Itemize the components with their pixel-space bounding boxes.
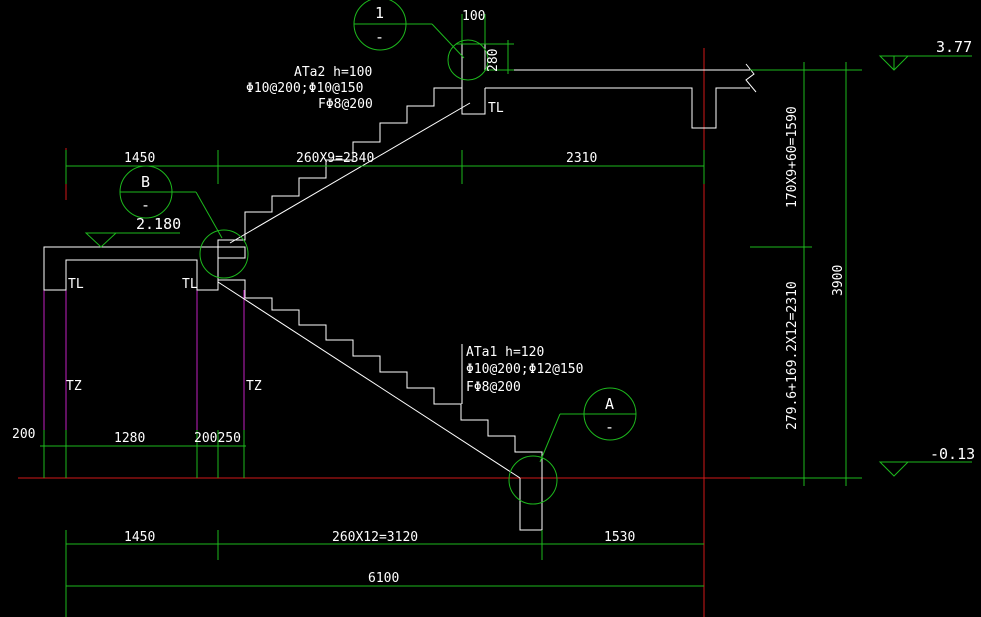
tz-label-right: TZ (246, 379, 262, 394)
callout-b-top: B (141, 173, 150, 191)
dim-top-100: 100 (462, 9, 485, 24)
vdim-upper: 170X9+60=1590 (785, 106, 800, 208)
middle-landing-slab (43, 246, 246, 291)
callout-a-top: A (605, 395, 614, 413)
dim-upper-1450: 1450 (124, 151, 155, 166)
callout-1-leader-diag (431, 23, 465, 59)
ata1-rebar-2: FΦ8@200 (466, 380, 521, 395)
callout-1-bottom: - (375, 28, 384, 46)
vdim-total: 3900 (831, 265, 846, 296)
callout-1-top: 1 (375, 4, 384, 22)
elevation-bottom-label: -0.13 (930, 445, 975, 463)
callout-a-target (508, 455, 558, 505)
upper-landing-slab (485, 87, 750, 129)
dim-upper-2310: 2310 (566, 151, 597, 166)
dim-lower-1530: 1530 (604, 530, 635, 545)
ata1-title: ATa1 h=120 (466, 345, 544, 360)
dim-200-250: 200250 (194, 431, 241, 446)
dim-top-280: 280 (486, 49, 501, 72)
callout-1-target (447, 39, 489, 81)
elevation-marker-top (878, 55, 972, 71)
lower-flight-soffit (217, 281, 521, 479)
dim-lower-steps: 260X12=3120 (332, 530, 418, 545)
tz-label-left: TZ (66, 379, 82, 394)
tl-label-top: TL (488, 101, 504, 116)
lower-flight-steps (218, 279, 543, 531)
dim-1280: 1280 (114, 431, 145, 446)
dim-upper-steps: 260X9=2340 (296, 151, 374, 166)
upper-flight-soffit (229, 102, 471, 244)
vdim-lower: 279.6+169.2X12=2310 (785, 281, 800, 430)
dim-total-6100: 6100 (368, 571, 399, 586)
callout-a-bottom: - (605, 418, 614, 436)
tl-label-left: TL (68, 277, 84, 292)
dim-lower-1450: 1450 (124, 530, 155, 545)
elevation-top-label: 3.77 (936, 38, 972, 56)
ata2-rebar-2: FΦ8@200 (318, 97, 373, 112)
ata2-rebar-1: Φ10@200;Φ10@150 (246, 81, 363, 96)
callout-a-leader-diag (539, 413, 561, 463)
tl-label-mid: TL (182, 277, 198, 292)
ata2-title: ATa2 h=100 (294, 65, 372, 80)
callout-b-bottom: - (141, 196, 150, 214)
break-line (745, 63, 757, 93)
ata1-rebar-1: Φ10@200;Φ12@150 (466, 362, 583, 377)
dim-200-left: 200 (12, 427, 35, 442)
elevation-marker-middle (84, 232, 180, 248)
upper-landing-top (484, 44, 750, 71)
callout-b-target (199, 229, 249, 279)
upper-flight-steps (217, 87, 462, 258)
elevation-middle-label: 2.180 (136, 215, 181, 233)
elevation-marker-bottom (878, 461, 972, 477)
